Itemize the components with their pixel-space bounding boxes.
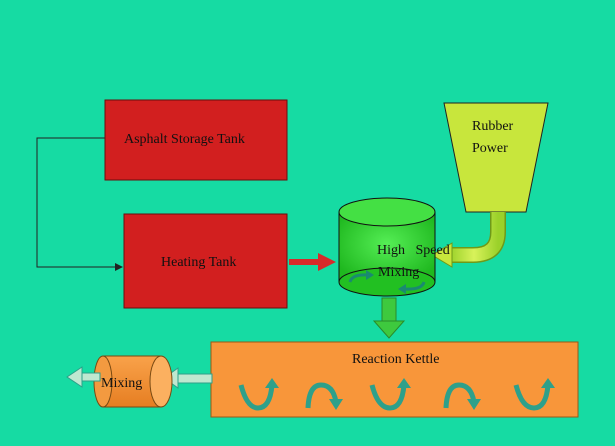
flow-arrow-output [66,366,101,388]
rubber-hopper [443,102,549,213]
output-mixing-label: Mixing [101,376,143,391]
asphalt-storage-tank [104,99,288,181]
flow-arrow-red [289,253,336,271]
mixing-label: Mixing [378,265,420,280]
feed-pipe [431,212,506,268]
stirrer-1 [238,378,279,411]
connector-line [36,137,123,271]
stirrer-2 [305,382,343,410]
stirrer-3 [369,378,411,411]
heating-tank-label: Heating Tank [161,255,237,270]
stirrer-5 [513,378,555,411]
asphalt-storage-tank-label: Asphalt Storage Tank [124,132,245,147]
reaction-kettle-label: Reaction Kettle [352,352,440,367]
rubber-label: Rubber [472,119,514,134]
stirrer-4 [443,382,481,410]
power-label: Power [472,141,508,156]
heating-tank [123,213,288,309]
flow-arrow-green [372,297,406,339]
high-speed-mixer [338,197,436,297]
output-mixing-cylinder [93,355,173,408]
kettle-stirrers [238,378,555,411]
high-speed-label: High Speed [377,243,450,258]
